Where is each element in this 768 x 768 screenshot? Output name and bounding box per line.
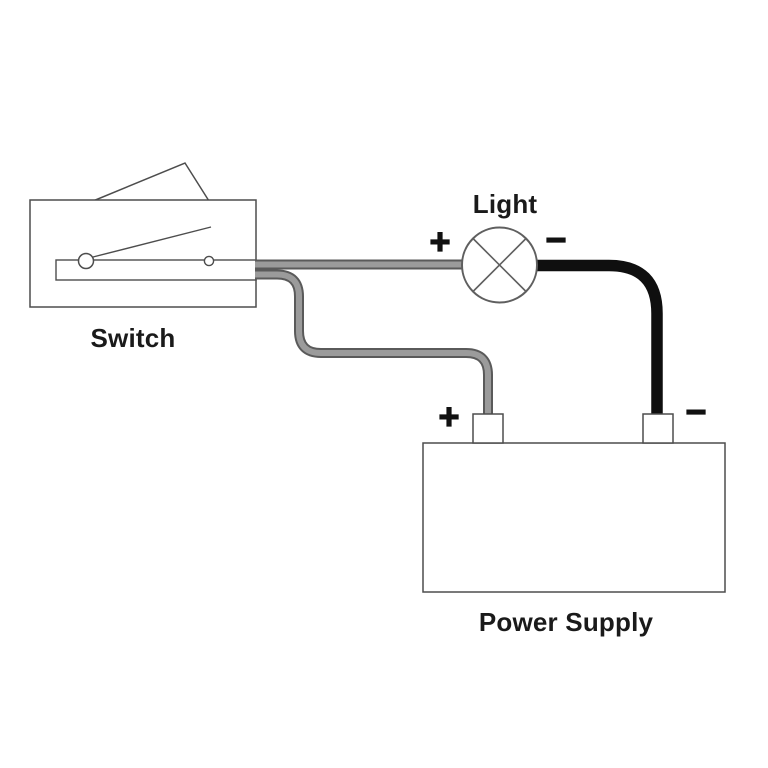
power-supply-symbol [422,413,726,593]
power-supply-negative-sign: − [685,391,707,432]
switch-symbol [29,162,257,308]
power-supply-positive-terminal [472,413,504,444]
power-supply-positive-sign: + [438,396,460,437]
switch-open-contact [203,255,215,267]
light-symbol [461,226,538,304]
light-bulb-cross-line-2 [472,237,527,293]
switch-label: Switch [90,323,176,353]
light-label: Light [472,189,538,219]
switch-body [29,199,257,308]
power-supply-negative-terminal [642,413,674,444]
switch-pivot-contact [77,252,95,270]
wire-light-to-power-supply [535,259,663,416]
switch-toggle-lever [92,162,210,202]
light-negative-sign: − [545,219,567,260]
power-supply-body [422,442,726,593]
wire-switch-to-power-supply [255,269,493,416]
light-positive-sign: + [429,221,451,262]
switch-contact-arm [92,226,212,258]
wire-switch-to-ps-core [255,271,491,416]
power-supply-label: Power Supply [478,607,654,637]
wire-switch-to-ps-edge [255,269,493,416]
